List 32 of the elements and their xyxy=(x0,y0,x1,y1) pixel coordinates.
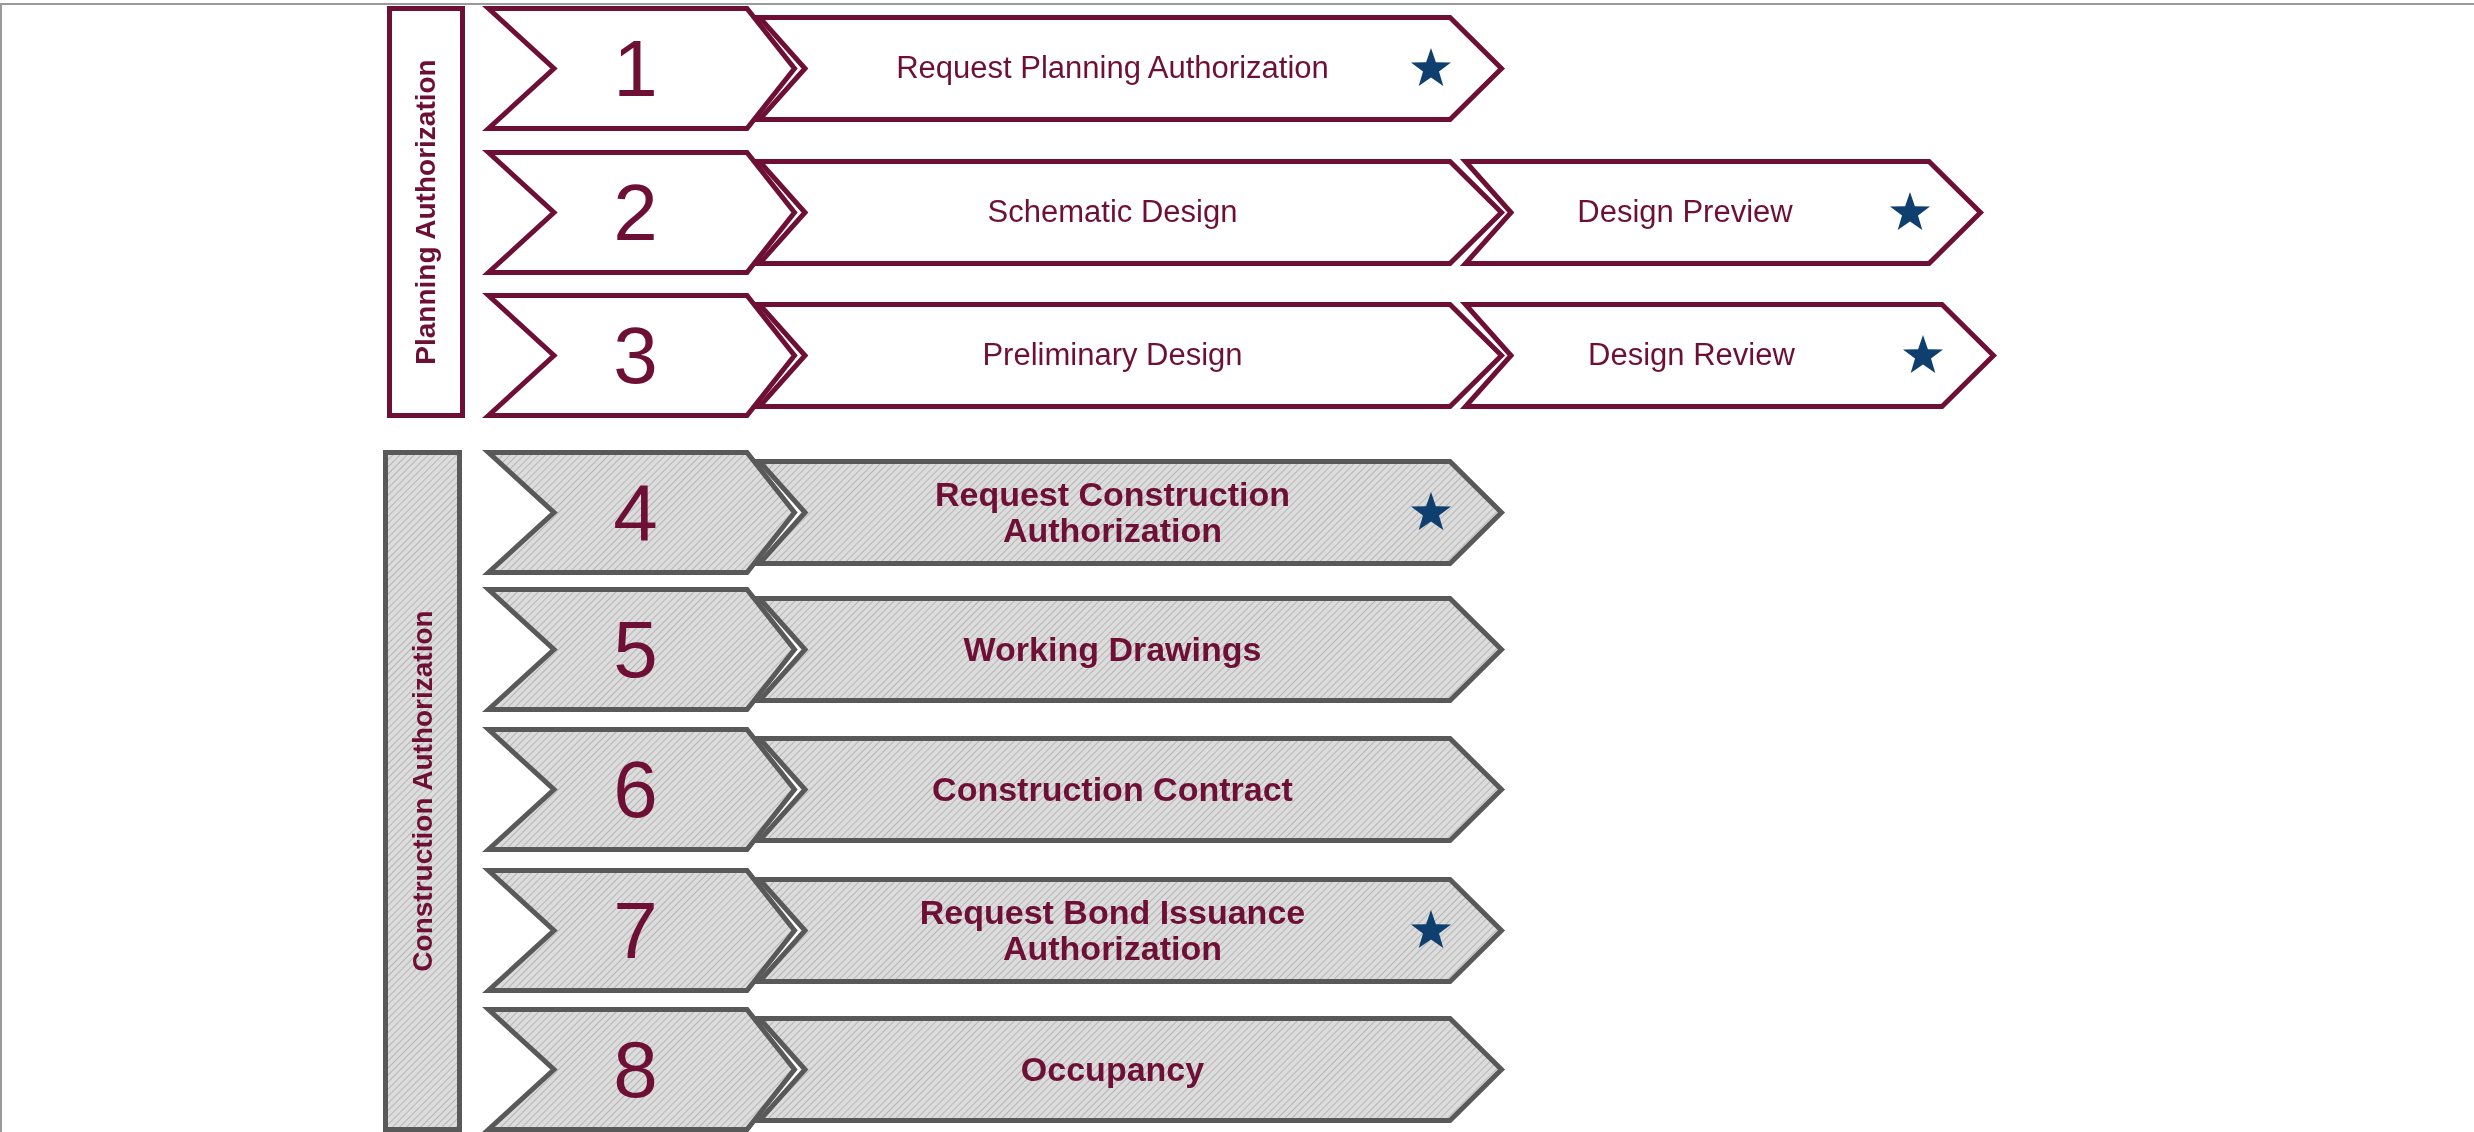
step-label: Preliminary Design xyxy=(982,339,1243,372)
step-number: 4 xyxy=(613,466,658,559)
phase-label: Construction Authorization xyxy=(406,610,439,972)
phase-label: Planning Authorization xyxy=(410,59,442,365)
step-number: 1 xyxy=(613,22,658,115)
step-banner xyxy=(757,877,1504,984)
step-number: 8 xyxy=(613,1023,658,1116)
step-banner xyxy=(757,459,1504,566)
step-number: 2 xyxy=(613,166,658,259)
step-label: Schematic Design xyxy=(987,196,1238,229)
step-banner xyxy=(757,596,1504,703)
step-label: Construction Contract xyxy=(932,771,1293,808)
step-banner xyxy=(757,302,1504,409)
phase-bar xyxy=(387,6,465,418)
step-number: 3 xyxy=(613,309,658,402)
step-label: Request Bond Issuance Authorization xyxy=(918,894,1307,967)
step-banner xyxy=(757,159,1504,266)
phase-bar xyxy=(383,450,462,1132)
step-label: Occupancy xyxy=(1020,1051,1205,1088)
step-label: Design Review xyxy=(1588,339,1795,372)
step-label: Working Drawings xyxy=(963,631,1262,668)
step-label: Request Construction Authorization xyxy=(933,476,1292,549)
step-number: 5 xyxy=(613,603,658,696)
step-number: 6 xyxy=(613,743,658,836)
step-label: Request Planning Authorization xyxy=(896,52,1329,85)
step-number: 7 xyxy=(613,884,658,977)
step-banner xyxy=(1463,159,1983,266)
step-banner xyxy=(757,15,1504,122)
step-banner xyxy=(757,736,1504,843)
step-banner xyxy=(757,1016,1504,1123)
step-banner xyxy=(1463,302,1996,409)
step-label: Design Preview xyxy=(1577,196,1793,229)
